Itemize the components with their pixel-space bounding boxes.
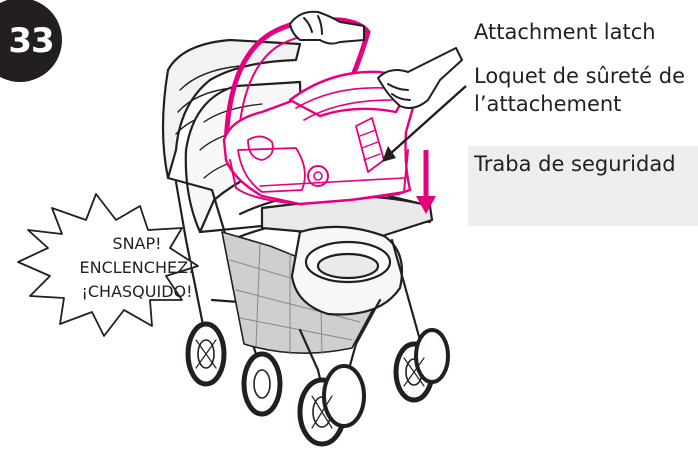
snap-text: SNAP! ENCLENCHEZ! ¡CHASQUIDO! (62, 232, 212, 304)
french-label-box (468, 60, 698, 140)
snap-line-english: SNAP! (112, 234, 162, 253)
french-latch-label: Loquet de sûreté de l’attachement (474, 64, 685, 116)
infant-car-seat (222, 17, 416, 206)
snap-line-spanish: ¡CHASQUIDO! (81, 282, 193, 301)
spanish-latch-label: Traba de seguridad (474, 152, 676, 176)
step-badge-circle (0, 0, 62, 82)
spanish-label-box (468, 146, 698, 226)
latch-pointer-line (382, 85, 467, 162)
english-latch-label: Attachment latch (474, 20, 656, 44)
step-number: 33 (8, 21, 54, 61)
down-arrow-icon (416, 150, 436, 214)
snap-starburst (17, 193, 199, 337)
hands-drawing (289, 10, 463, 109)
snap-line-french: ENCLENCHEZ! (79, 258, 195, 277)
